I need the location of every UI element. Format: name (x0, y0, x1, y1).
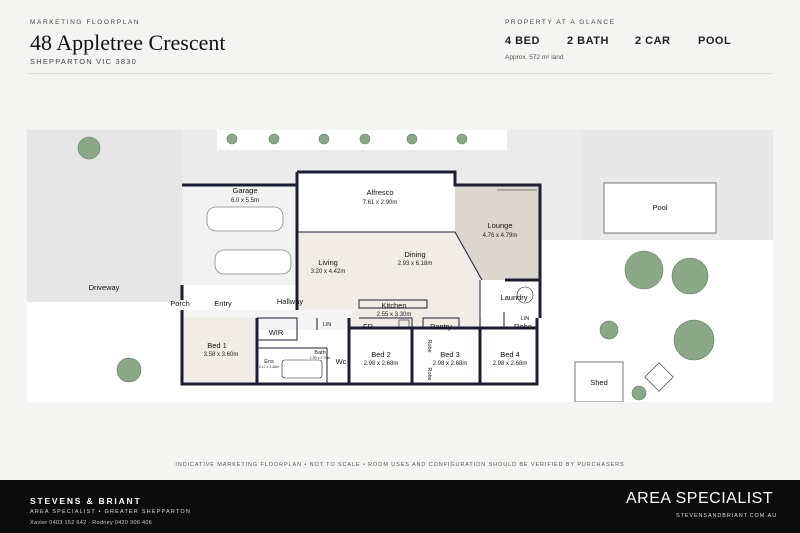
bed4-dim: 2.98 x 2.68m (493, 361, 528, 367)
ensuite-dim: 2.17 x 1.48m (259, 365, 279, 369)
area-specialist-logo: AREA SPECIALIST (626, 490, 774, 507)
wir-label: WIR (269, 328, 284, 337)
porch-label: Porch (170, 299, 190, 308)
marketing-kicker: MARKETING FLOORPLAN (30, 19, 141, 26)
bed2-label: Bed 2 (371, 350, 391, 359)
alfresco-dim: 7.61 x 2.90m (363, 200, 398, 206)
bed1-dim: 3.58 x 3.60m (204, 352, 239, 358)
bed1-label: Bed 1 (207, 341, 227, 350)
fridge-label: FR (363, 322, 374, 331)
footer: STEVENS & BRIANT AREA SPECIALIST • GREAT… (0, 480, 800, 533)
lounge-dim: 4.76 x 4.79m (483, 233, 518, 239)
disclaimer: INDICATIVE MARKETING FLOORPLAN • NOT TO … (175, 462, 625, 468)
garage-label: Garage (232, 186, 257, 195)
baths-count: 2 BATH (567, 35, 609, 47)
shed-label: Shed (590, 378, 608, 387)
bed2-dim: 2.98 x 2.68m (364, 361, 399, 367)
agency-brand: STEVENS & BRIANT (30, 496, 142, 506)
dining-label: Dining (404, 250, 425, 259)
entry-label: Entry (214, 299, 232, 308)
lounge-label: Lounge (487, 221, 512, 230)
garage-dim: 6.0 x 5.5m (231, 198, 259, 204)
glance-heading: PROPERTY AT A GLANCE (505, 19, 616, 26)
ensuite-label: Ens (264, 359, 274, 365)
agency-tagline: AREA SPECIALIST • GREATER SHEPPARTON (30, 509, 192, 515)
lin-label-2: LIN (521, 316, 530, 322)
tree-icon (77, 133, 715, 401)
bed4-label: Bed 4 (500, 350, 520, 359)
agent-contacts: Xavier 0403 152 642 · Rodney 0420 906 40… (30, 520, 153, 526)
laundry-label: Laundry (500, 293, 527, 302)
robe-label-bed2: Robe (426, 339, 432, 352)
property-suburb: SHEPPARTON VIC 3830 (30, 57, 138, 66)
bath-dim: 1.90 x 2.75m (310, 356, 330, 360)
property-title: 48 Appletree Crescent (30, 30, 226, 55)
pool-shape (603, 182, 717, 234)
living-label: Living (318, 258, 338, 267)
agency-url[interactable]: STEVENSANDBRIANT.COM.AU (676, 513, 778, 519)
cars-count: 2 CAR (635, 35, 671, 47)
land-size: Approx. 572 m² land (505, 54, 564, 61)
bath-label: Bath (314, 350, 325, 356)
kitchen-dim: 2.55 x 3.30m (377, 312, 412, 318)
car-icon (206, 206, 292, 275)
lin-label: LIN (323, 322, 332, 328)
driveway-label: Driveway (89, 283, 120, 292)
robe-label-bed3: Robe (426, 367, 432, 380)
floorplan: Garage 6.0 x 5.5m Alfresco 7.61 x 2.90m … (27, 130, 773, 402)
beds-count: 4 BED (505, 35, 540, 47)
pantry-label: Pantry (430, 322, 452, 331)
alfresco-label: Alfresco (366, 188, 393, 197)
shed-shape (574, 361, 624, 402)
robe-label-bed4: Robe (514, 322, 532, 331)
hallway-label: Hallway (277, 297, 304, 306)
pool-label: Pool (652, 203, 667, 212)
header-divider (28, 73, 772, 74)
living-dim: 3.20 x 4.42m (311, 269, 346, 275)
bed3-label: Bed 3 (440, 350, 460, 359)
house-walls (180, 170, 542, 386)
dining-dim: 2.93 x 6.18m (398, 261, 433, 267)
pool-feature: POOL (698, 35, 732, 47)
wc-label: Wc (336, 357, 347, 366)
bed3-dim: 2.98 x 2.68m (433, 361, 468, 367)
kitchen-label: Kitchen (381, 301, 406, 310)
